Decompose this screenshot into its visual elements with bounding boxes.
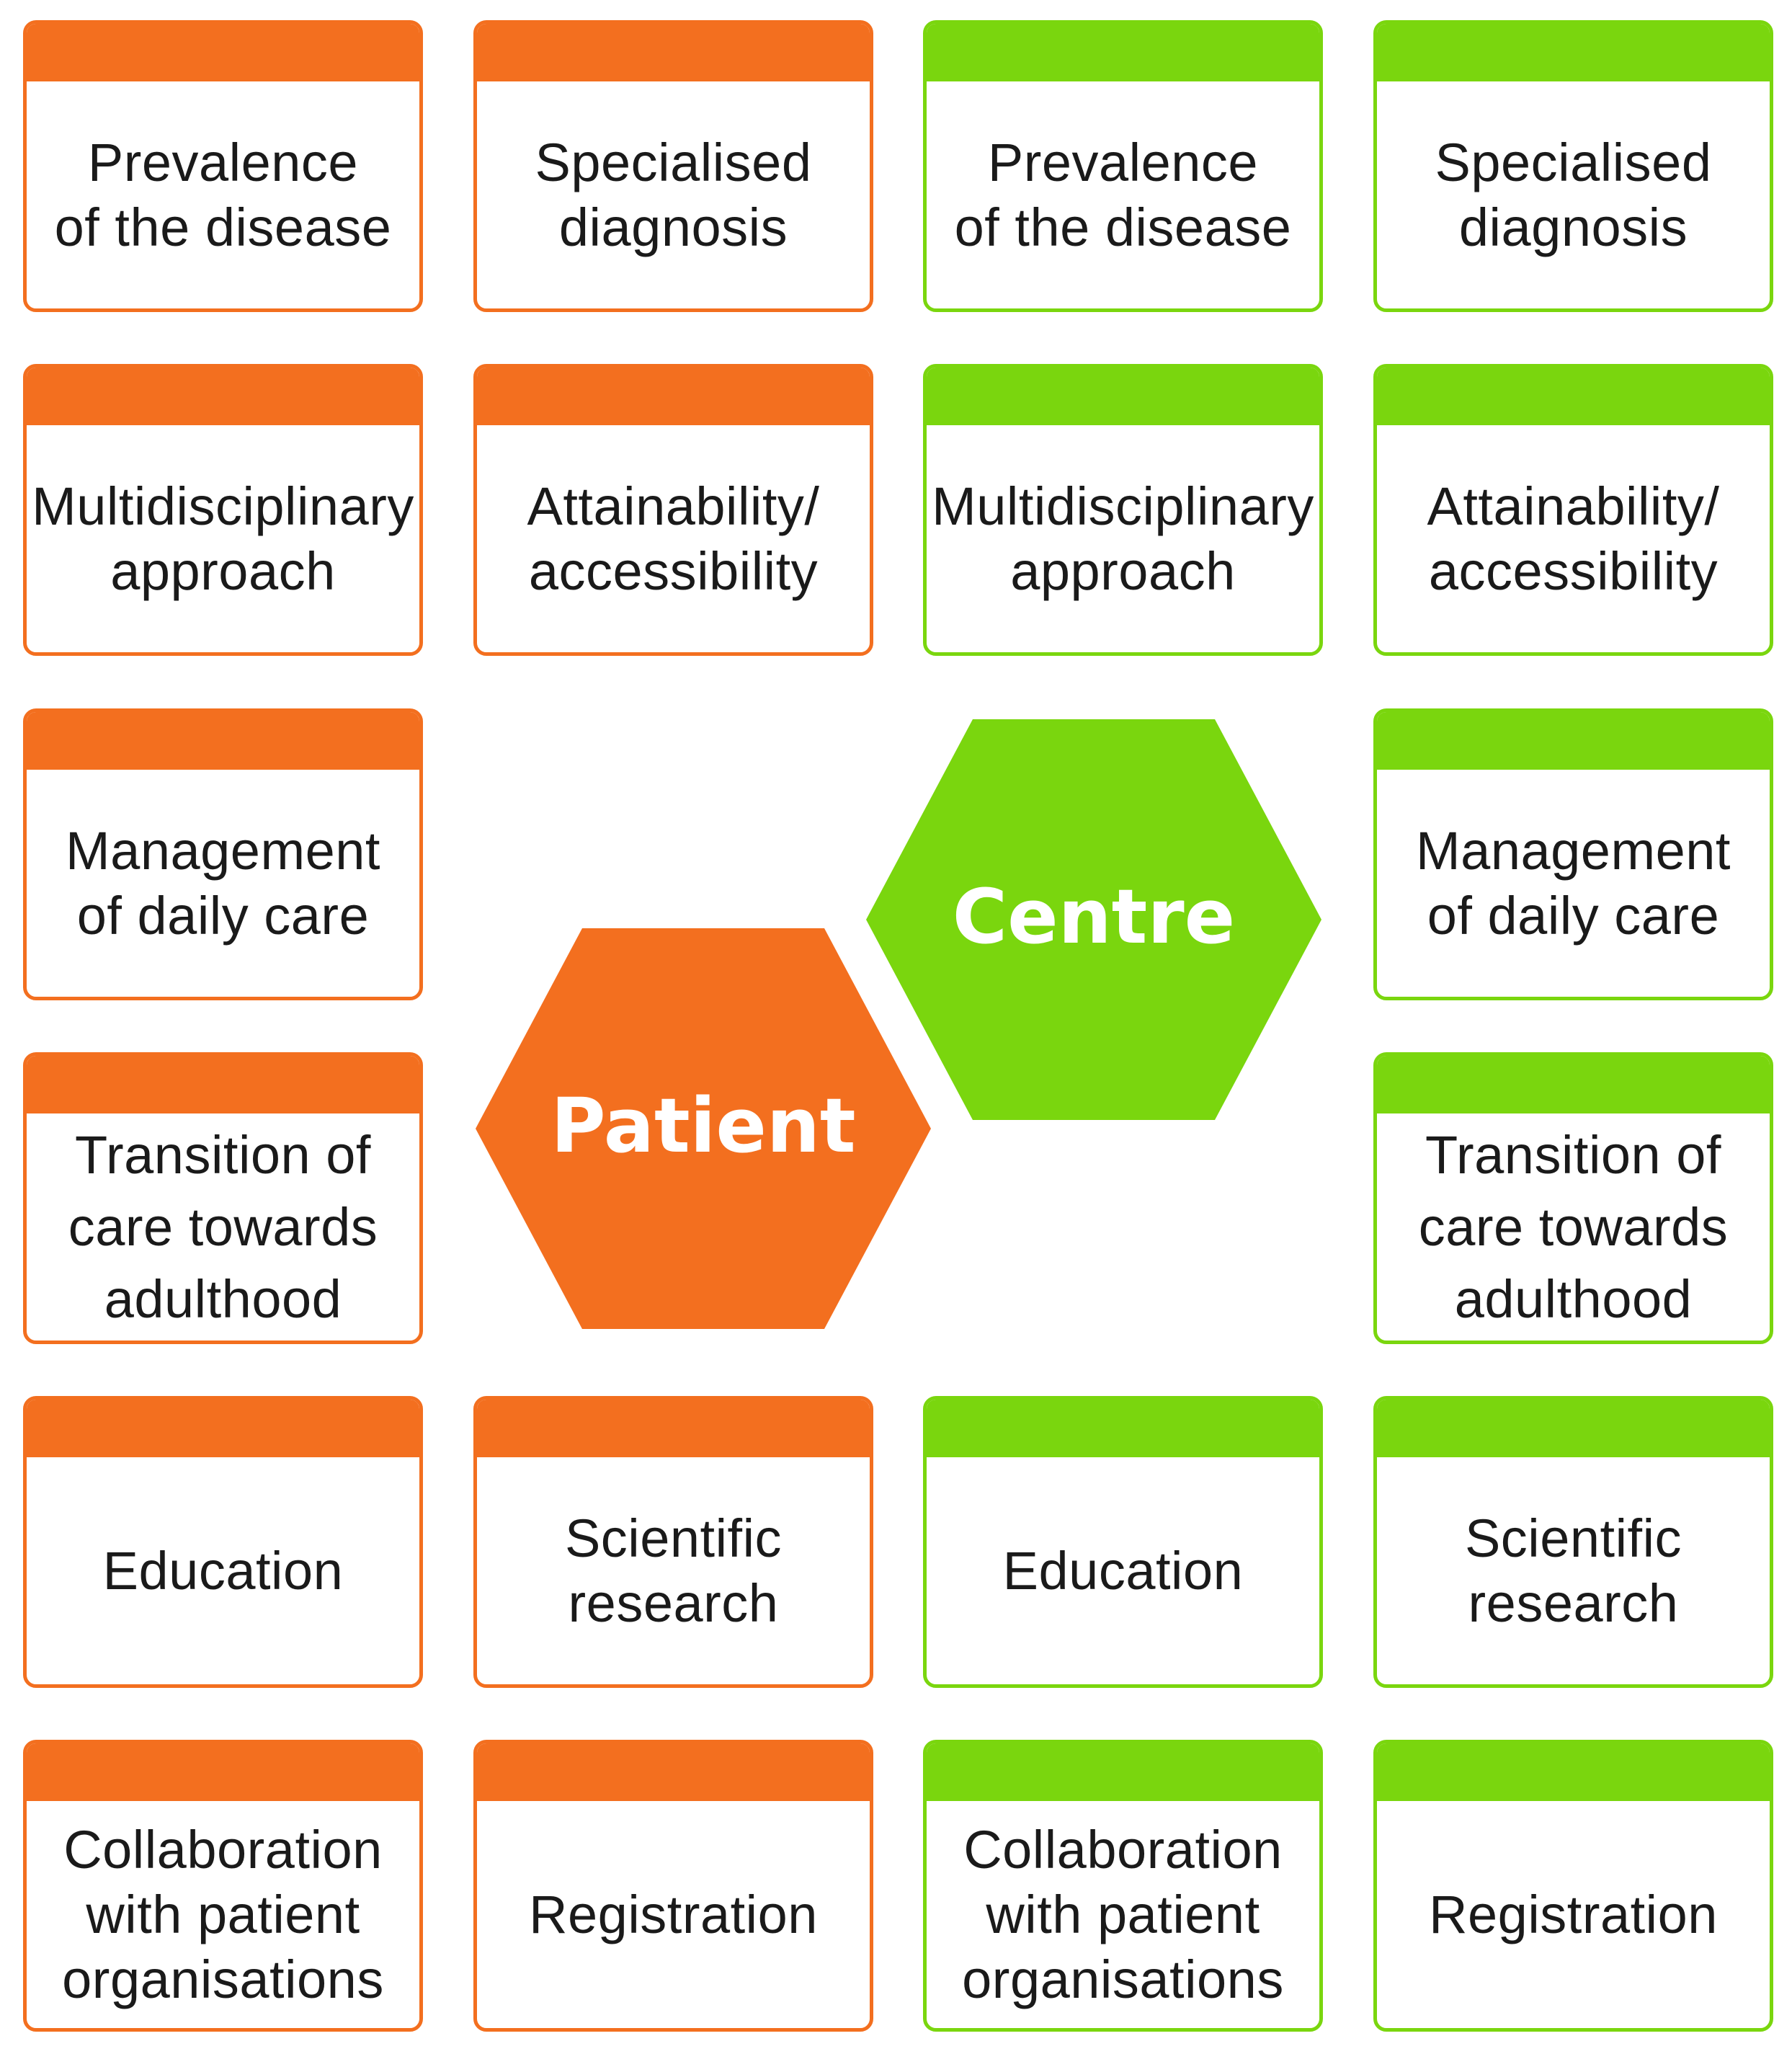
card-label: Prevalence of the disease bbox=[954, 132, 1292, 257]
card-label: Attainability/ accessibility bbox=[1427, 476, 1720, 601]
centre-card-diagnosis: Specialised diagnosis bbox=[1373, 20, 1773, 312]
card-header-bar bbox=[27, 712, 419, 770]
card-label: Transition of care towards adulthood bbox=[1418, 1124, 1729, 1329]
card-label: Management of daily care bbox=[66, 820, 380, 946]
card-header-bar bbox=[927, 24, 1319, 81]
card-label: Multidisciplinary approach bbox=[932, 476, 1314, 601]
patient-card-transition: Transition of care towards adulthood bbox=[23, 1052, 423, 1344]
card-label: Collaboration with patient organisations bbox=[62, 1819, 384, 2009]
centre-hexagon-label: Centre bbox=[953, 873, 1235, 961]
card-label: Collaboration with patient organisations bbox=[962, 1819, 1284, 2009]
patient-card-education: Education bbox=[23, 1396, 423, 1688]
centre-card-attainability: Attainability/ accessibility bbox=[1373, 364, 1773, 656]
card-header-bar bbox=[477, 368, 870, 425]
card-label: Management of daily care bbox=[1416, 820, 1731, 946]
centre-card-transition: Transition of care towards adulthood bbox=[1373, 1052, 1773, 1344]
patient-card-multidisciplinary: Multidisciplinary approach bbox=[23, 364, 423, 656]
card-label: Attainability/ accessibility bbox=[527, 476, 820, 601]
card-header-bar bbox=[1377, 1056, 1770, 1113]
card-label: Education bbox=[1002, 1540, 1244, 1601]
card-label: Specialised diagnosis bbox=[535, 132, 812, 257]
card-label: Registration bbox=[1429, 1884, 1718, 1944]
centre-card-research: Scientific research bbox=[1373, 1396, 1773, 1688]
patient-card-attainability: Attainability/ accessibility bbox=[473, 364, 873, 656]
card-header-bar bbox=[27, 1056, 419, 1113]
card-header-bar bbox=[27, 1743, 419, 1801]
card-header-bar bbox=[477, 1743, 870, 1801]
patient-hexagon-label: Patient bbox=[550, 1082, 855, 1170]
card-header-bar bbox=[1377, 368, 1770, 425]
centre-card-collaboration: Collaboration with patient organisations bbox=[923, 1740, 1323, 2032]
centre-card-education: Education bbox=[923, 1396, 1323, 1688]
patient-card-collaboration: Collaboration with patient organisations bbox=[23, 1740, 423, 2032]
card-header-bar bbox=[477, 24, 870, 81]
centre-card-multidisciplinary: Multidisciplinary approach bbox=[923, 364, 1323, 656]
card-header-bar bbox=[927, 1400, 1319, 1457]
patient-card-registration: Registration bbox=[473, 1740, 873, 2032]
card-header-bar bbox=[1377, 24, 1770, 81]
card-label: Scientific research bbox=[564, 1508, 783, 1633]
centre-hexagon: Centre bbox=[866, 719, 1321, 1120]
centre-card-daily-care: Management of daily care bbox=[1373, 708, 1773, 1000]
patient-card-daily-care: Management of daily care bbox=[23, 708, 423, 1000]
card-label: Prevalence of the disease bbox=[54, 132, 392, 257]
patient-card-diagnosis: Specialised diagnosis bbox=[473, 20, 873, 312]
card-header-bar bbox=[27, 24, 419, 81]
patient-card-research: Scientific research bbox=[473, 1396, 873, 1688]
card-header-bar bbox=[477, 1400, 870, 1457]
card-header-bar bbox=[927, 368, 1319, 425]
card-label: Scientific research bbox=[1464, 1508, 1682, 1633]
card-header-bar bbox=[27, 368, 419, 425]
patient-hexagon: Patient bbox=[476, 928, 931, 1329]
patient-card-prevalence: Prevalence of the disease bbox=[23, 20, 423, 312]
card-header-bar bbox=[1377, 1400, 1770, 1457]
centre-card-prevalence: Prevalence of the disease bbox=[923, 20, 1323, 312]
centre-card-registration: Registration bbox=[1373, 1740, 1773, 2032]
card-header-bar bbox=[1377, 712, 1770, 770]
card-label: Transition of care towards adulthood bbox=[68, 1124, 378, 1329]
card-header-bar bbox=[1377, 1743, 1770, 1801]
card-label: Specialised diagnosis bbox=[1435, 132, 1712, 257]
card-header-bar bbox=[27, 1400, 419, 1457]
card-label: Registration bbox=[529, 1884, 818, 1944]
card-label: Multidisciplinary approach bbox=[32, 476, 414, 601]
card-label: Education bbox=[102, 1540, 344, 1601]
card-header-bar bbox=[927, 1743, 1319, 1801]
